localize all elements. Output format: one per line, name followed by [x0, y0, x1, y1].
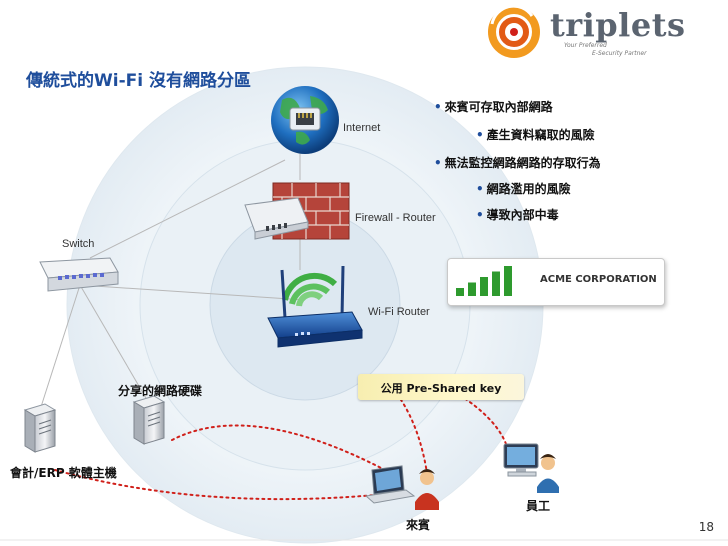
signal-bar [456, 288, 464, 296]
acme-name: ACME CORPORATION [540, 274, 657, 285]
firewall-label: Firewall - Router [355, 212, 436, 224]
psk-box [358, 374, 524, 400]
signal-bar [480, 277, 488, 296]
guest-label: 來賓 [406, 518, 431, 532]
bullet-text: 產生資料竊取的風險 [486, 128, 595, 142]
bullet-text: 來賓可存取內部網路 [444, 100, 553, 114]
logo-tagline-1: Your Preferred [564, 42, 607, 49]
triplets-logo: triplets Your Preferred E-Security Partn… [484, 4, 712, 60]
triplets-logo-mark-icon [488, 4, 540, 58]
bullet-text: 導致內部中毒 [486, 208, 559, 222]
bullet-item: •網路濫用的風險 [476, 182, 571, 196]
signal-bar [468, 282, 476, 296]
bullet-item: •產生資料竊取的風險 [476, 128, 595, 142]
slide-title: 傳統式的Wi-Fi 沒有網路分區 [26, 71, 251, 91]
logo-tagline-2: E-Security Partner [592, 50, 647, 57]
logo-wordmark: triplets [550, 6, 686, 44]
bullet-item: •無法監控網路網路的存取行為 [434, 156, 601, 170]
psk-label: 公用 Pre-Shared key [380, 382, 502, 395]
internet-label: Internet [343, 122, 381, 134]
shared-drive-label: 分享的網路硬碟 [118, 384, 203, 398]
signal-bar [492, 271, 500, 296]
bullet-item: •導致內部中毒 [476, 208, 559, 222]
employee-label: 員工 [526, 499, 551, 513]
switch-label: Switch [62, 238, 95, 250]
wifi-router-label: Wi-Fi Router [368, 306, 430, 318]
signal-strength-icon [456, 266, 512, 296]
bullet-item: •來賓可存取內部網路 [434, 100, 553, 114]
bullet-text: 網路濫用的風險 [486, 182, 571, 196]
signal-bar [504, 266, 512, 296]
bullet-text: 無法監控網路網路的存取行為 [444, 156, 601, 170]
accounting-server-label: 會計/ERP 軟體主機 [10, 466, 117, 480]
page-number: 18 [698, 520, 714, 534]
